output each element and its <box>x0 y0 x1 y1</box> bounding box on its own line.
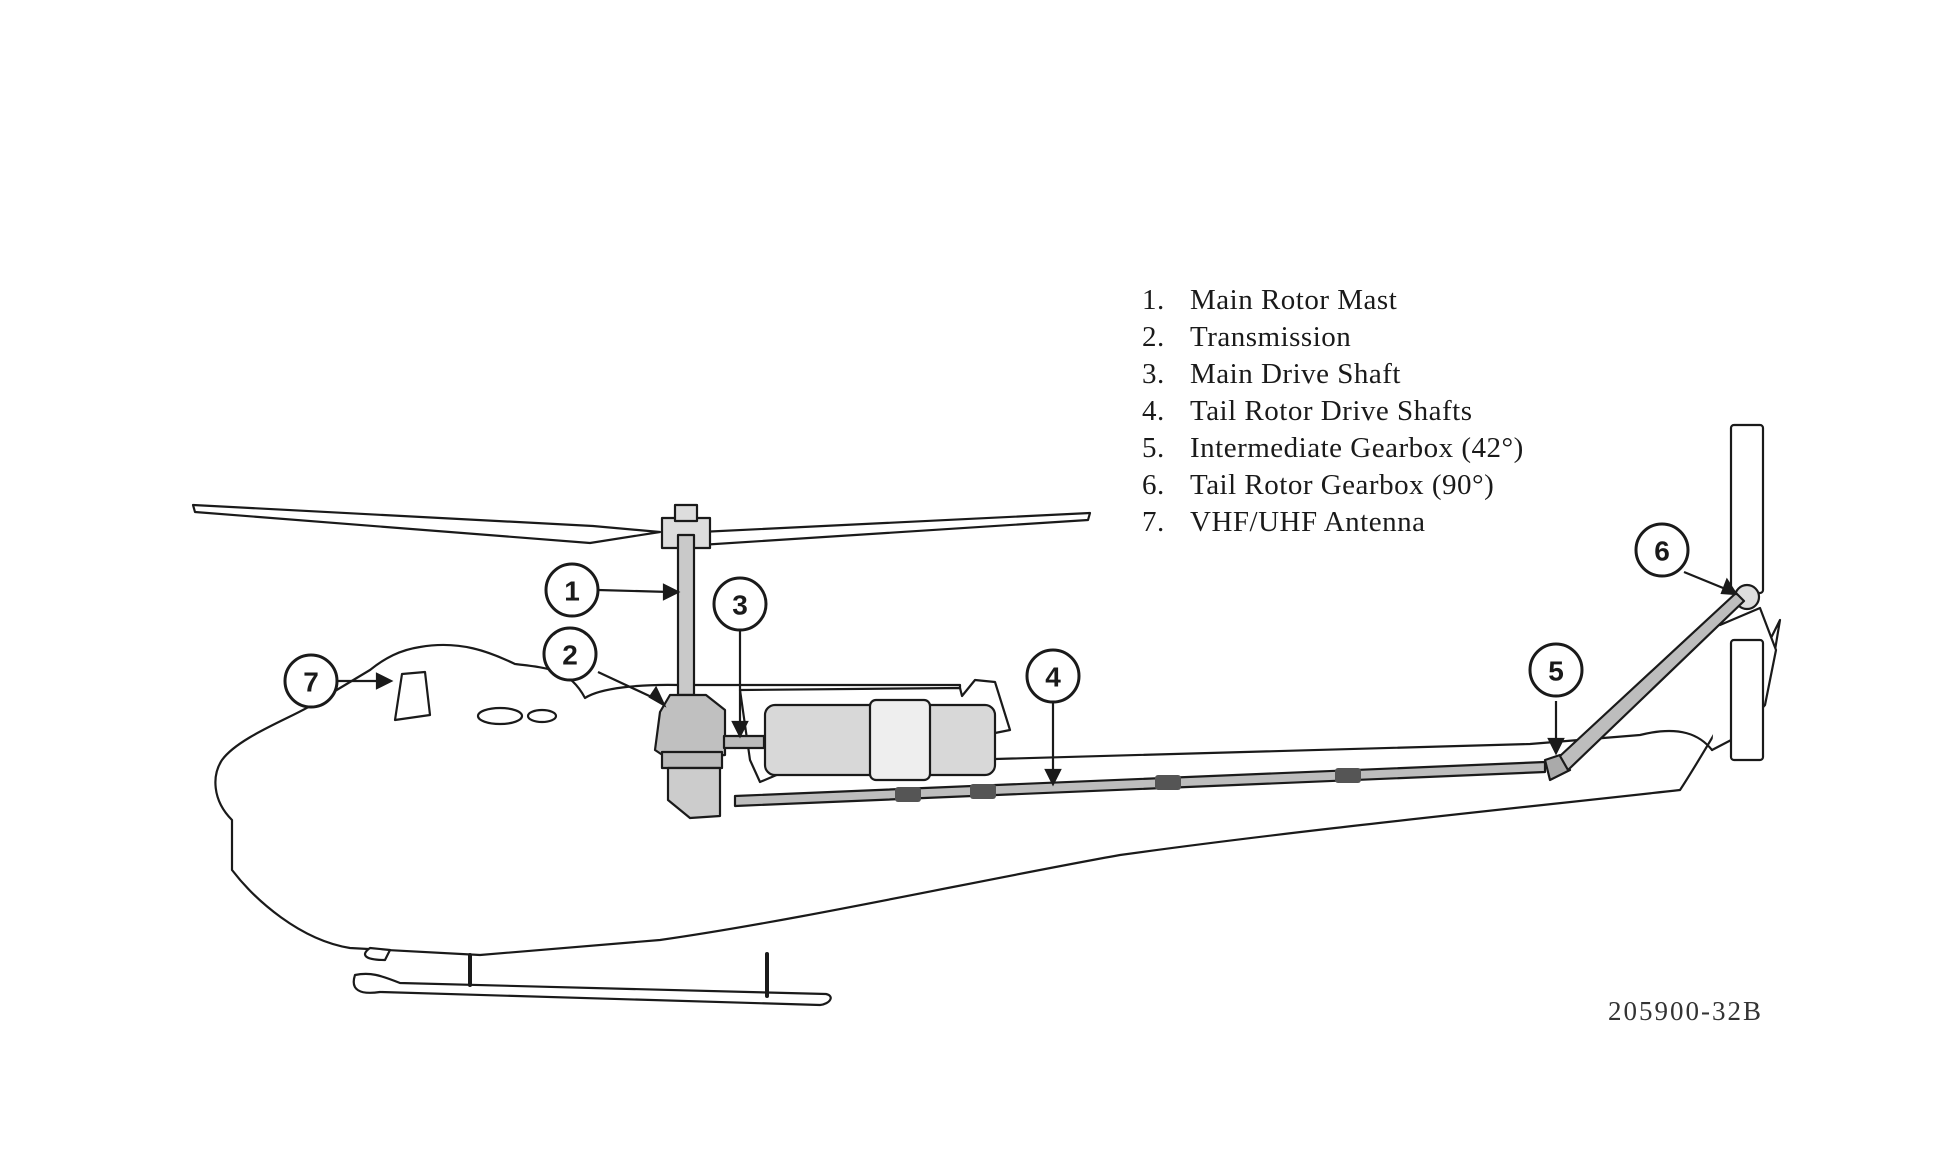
legend-item-number: 4. <box>1142 395 1165 427</box>
callout-label-4: 4 <box>1045 662 1061 693</box>
landing-skid <box>352 972 832 1007</box>
legend-item-label: Transmission <box>1190 321 1352 353</box>
tail-rotor-blade-upper <box>1729 423 1765 595</box>
legend-item-label: Main Rotor Mast <box>1190 284 1398 316</box>
callout-7 <box>283 653 339 709</box>
legend-item-label: Tail Rotor Drive Shafts <box>1190 395 1473 427</box>
callout-label-5: 5 <box>1548 656 1564 687</box>
legend-item-label: Main Drive Shaft <box>1190 358 1401 390</box>
legend-item-label: Tail Rotor Gearbox (90°) <box>1190 469 1495 501</box>
tail-rotor-blade-lower <box>1729 638 1765 762</box>
legend-item-number: 3. <box>1142 358 1165 390</box>
main-rotor-blade-left <box>191 503 662 545</box>
callout-3 <box>712 576 768 632</box>
callout-label-2: 2 <box>562 640 578 671</box>
legend-item-number: 2. <box>1142 321 1165 353</box>
main-rotor-blade-right <box>698 511 1092 547</box>
legend-item: 7. VHF/UHF Antenna <box>1142 504 1524 541</box>
callout-label-3: 3 <box>732 590 748 621</box>
shaft-hangers <box>895 768 1361 802</box>
legend-item: 2. Transmission <box>1142 319 1524 356</box>
legend-item-number: 1. <box>1142 284 1165 316</box>
legend-item-number: 5. <box>1142 432 1165 464</box>
callout-label-6: 6 <box>1654 536 1670 567</box>
legend-item-label: Intermediate Gearbox (42°) <box>1190 432 1524 464</box>
callout-6 <box>1634 522 1690 578</box>
callout-1 <box>544 562 600 618</box>
callout-label-1: 1 <box>564 576 580 607</box>
legend-item-label: VHF/UHF Antenna <box>1190 506 1426 538</box>
legend-item: 4. Tail Rotor Drive Shafts <box>1142 393 1524 430</box>
antenna-shape <box>393 670 432 722</box>
callout-label-7: 7 <box>303 667 319 698</box>
drawing-number: 205900-32B <box>1608 996 1763 1026</box>
transmission-body <box>653 693 727 762</box>
callout-4 <box>1025 648 1081 704</box>
legend-item: 6. Tail Rotor Gearbox (90°) <box>1142 467 1524 504</box>
legend-item: 1. Main Rotor Mast <box>1142 282 1524 319</box>
callout-2 <box>542 626 598 682</box>
legend-item-number: 6. <box>1142 469 1165 501</box>
callout-5 <box>1528 642 1584 698</box>
legend-item: 5. Intermediate Gearbox (42°) <box>1142 430 1524 467</box>
mast <box>676 533 696 697</box>
main-drive-shaft <box>722 734 766 750</box>
legend-item: 3. Main Drive Shaft <box>1142 356 1524 393</box>
legend: 1. Main Rotor Mast 2. Transmission 3. Main … <box>1142 282 1524 541</box>
inclined-drive-shaft <box>1558 591 1746 772</box>
legend-item-number: 7. <box>1142 506 1165 538</box>
